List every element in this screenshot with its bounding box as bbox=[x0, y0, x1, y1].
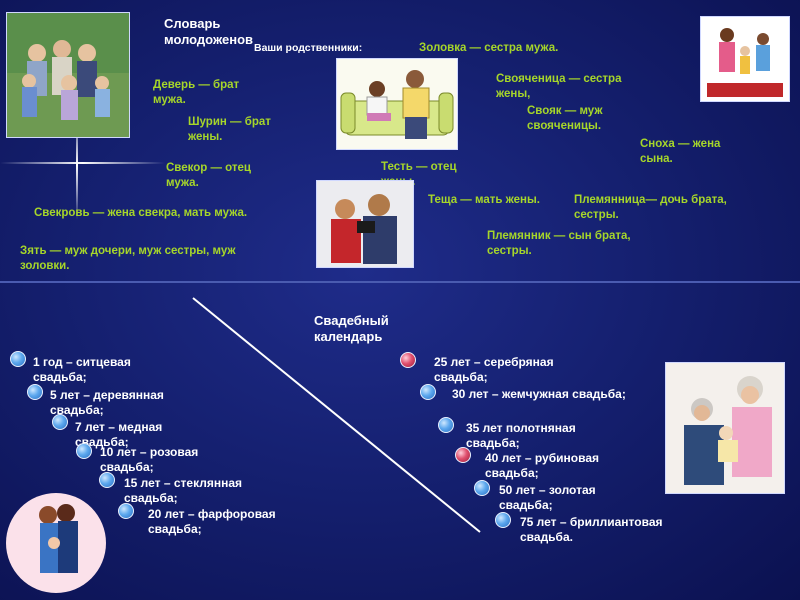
calendar-bullet bbox=[118, 503, 134, 519]
dictionary-subtitle: Ваши родственники: bbox=[254, 42, 363, 54]
anniversary-1: 1 год – ситцевая свадьба; bbox=[33, 355, 131, 384]
anniversary-25: 25 лет – серебряная свадьба; bbox=[434, 355, 554, 384]
anniversary-5: 5 лет – деревянная свадьба; bbox=[50, 388, 164, 417]
dictionary-title: Словарь молодоженов bbox=[164, 16, 254, 47]
grandparents-photo bbox=[665, 362, 785, 494]
couple-illustration bbox=[6, 493, 106, 593]
term-svekor: Свекор — отец мужа. bbox=[166, 162, 251, 189]
calendar-bullet bbox=[455, 447, 471, 463]
section-divider bbox=[0, 281, 800, 283]
term-dever: Деверь — брат мужа. bbox=[153, 79, 240, 106]
family-illustration bbox=[700, 16, 790, 102]
anniversary-40: 40 лет – рубиновая свадьба; bbox=[485, 451, 599, 480]
anniversary-20: 20 лет – фарфоровая свадьба; bbox=[148, 507, 276, 536]
term-snokha: Сноха — жена сына. bbox=[640, 138, 721, 165]
father-son-photo bbox=[316, 180, 414, 268]
anniversary-35: 35 лет полотняная свадьба; bbox=[466, 421, 576, 450]
term-zolovka: Золовка — сестра мужа. bbox=[419, 42, 559, 54]
anniversary-75: 75 лет – бриллиантовая свадьба. bbox=[520, 515, 663, 544]
term-zyat: Зять — муж дочери, муж сестры, муж золов… bbox=[20, 245, 236, 272]
calendar-bullet bbox=[76, 443, 92, 459]
calendar-bullet bbox=[10, 351, 26, 367]
term-teshcha: Теща — мать жены. bbox=[428, 194, 540, 206]
term-svoyak: Свояк — муж свояченицы. bbox=[527, 105, 603, 132]
calendar-bullet bbox=[52, 414, 68, 430]
term-plemyannik: Племянник — сын брата, сестры. bbox=[487, 230, 631, 257]
term-svoyachenitsa: Свояченица — сестра жены, bbox=[496, 73, 622, 100]
calendar-title: Свадебный календарь bbox=[314, 313, 389, 344]
term-plemyannitsa: Племянница— дочь брата, сестры. bbox=[574, 194, 727, 221]
calendar-bullet bbox=[400, 352, 416, 368]
calendar-bullet bbox=[438, 417, 454, 433]
anniversary-10: 10 лет – розовая свадьба; bbox=[100, 445, 199, 474]
calendar-bullet bbox=[99, 472, 115, 488]
calendar-bullet bbox=[495, 512, 511, 528]
anniversary-30: 30 лет – жемчужная свадьба; bbox=[452, 387, 626, 401]
anniversary-15: 15 лет – стеклянная свадьба; bbox=[124, 476, 243, 505]
calendar-bullet bbox=[27, 384, 43, 400]
couch-illustration bbox=[336, 58, 458, 150]
term-svekrov: Свекровь — жена свекра, мать мужа. bbox=[34, 207, 248, 219]
anniversary-50: 50 лет – золотая свадьба; bbox=[499, 483, 596, 512]
term-shurin: Шурин — брат жены. bbox=[188, 116, 271, 143]
family-photo bbox=[6, 12, 130, 138]
calendar-bullet bbox=[420, 384, 436, 400]
calendar-bullet bbox=[474, 480, 490, 496]
